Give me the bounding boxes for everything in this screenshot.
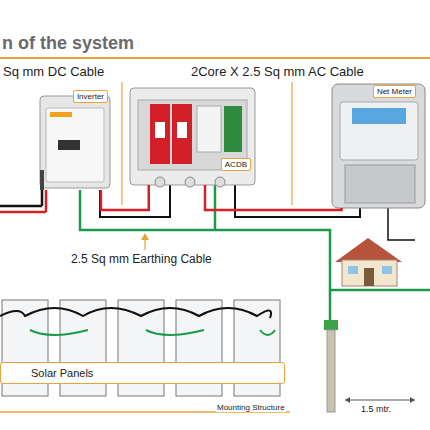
mcb-switch — [177, 122, 187, 138]
earth-wire — [329, 290, 332, 320]
house-door — [364, 268, 374, 286]
earth-wire — [214, 185, 217, 230]
inverter-body — [40, 96, 110, 188]
node-label: ACDB — [221, 158, 251, 171]
gland — [185, 177, 195, 187]
house-window — [348, 266, 358, 274]
acdb-enclosure — [130, 88, 255, 185]
meter-lcd — [352, 108, 406, 124]
cable-label: 2.5 Sq mm Earthing Cable — [70, 252, 213, 266]
earth-bar — [224, 106, 242, 152]
inverter-front — [46, 108, 104, 182]
net-meter-node: Net Meter — [330, 82, 426, 208]
arrow-head — [345, 397, 350, 403]
mcb-switch — [155, 122, 165, 138]
dc-wire — [0, 211, 46, 214]
arrow-head — [410, 397, 415, 403]
dc-wire — [45, 190, 48, 212]
house-wall — [342, 260, 397, 286]
leader-line — [121, 82, 122, 205]
dimension-line — [345, 400, 415, 401]
arrow-head — [141, 233, 149, 240]
node-label: Inverter — [73, 90, 108, 103]
page-title: n of the system — [2, 33, 134, 54]
electrode-cap — [324, 320, 338, 330]
mcb — [150, 104, 170, 164]
dc-wire — [0, 205, 42, 208]
dc-wire — [41, 190, 44, 206]
spd — [197, 106, 221, 152]
ac-cable — [101, 185, 149, 210]
mcb — [172, 104, 192, 164]
ac-wire — [100, 185, 170, 217]
leader-line — [291, 82, 292, 205]
frame-line — [0, 57, 430, 59]
connector — [40, 170, 44, 190]
meter-terminal — [345, 165, 415, 203]
house-window — [382, 266, 392, 274]
cable-label: Sq mm DC Cable — [2, 64, 105, 79]
ac-cable — [205, 185, 342, 210]
dimension-label: 1.5 mtr. — [360, 404, 392, 414]
inverter-logo — [50, 112, 72, 117]
gland — [215, 177, 225, 187]
inverter-node: Inverter — [38, 88, 112, 190]
acdb-node: ACDB — [130, 88, 255, 185]
meter-face — [340, 102, 418, 160]
inverter-display — [58, 140, 80, 150]
house-roof — [335, 238, 402, 262]
meter-body — [332, 84, 425, 208]
structure-label: Mounting Structure — [216, 403, 286, 412]
node-label: Net Meter — [373, 85, 416, 98]
panel-band-node: Solar Panels — [0, 362, 285, 384]
node-label: Solar Panels — [31, 367, 93, 379]
cable-label: 2Core X 2.5 Sq mm AC Cable — [190, 64, 365, 79]
electrode-rod — [327, 330, 335, 412]
gland — [155, 177, 165, 187]
